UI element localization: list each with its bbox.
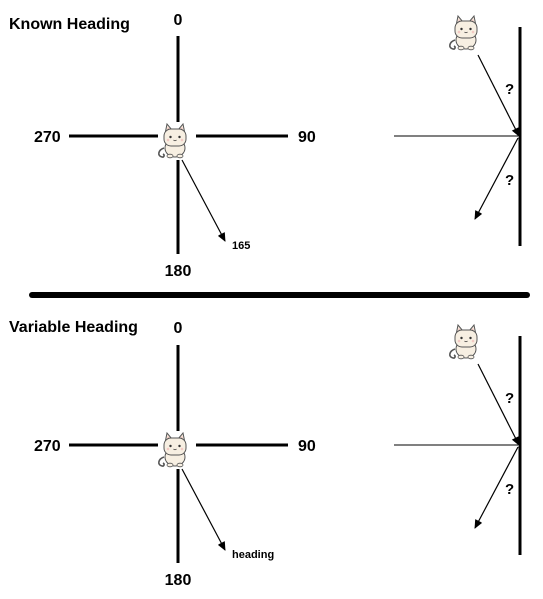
unknown-mark: ? [505, 172, 514, 189]
heading-label: heading [232, 549, 274, 561]
compass-label-east: 90 [298, 129, 316, 146]
cat-icon [157, 432, 187, 468]
unknown-mark: ? [505, 81, 514, 98]
cat-icon [157, 123, 187, 159]
heading-arrow [181, 159, 226, 242]
compass: 0 90 180 270 165 [34, 12, 316, 280]
panel-variable-heading: Variable Heading 0 90 180 270 heading ? … [9, 319, 522, 589]
compass-label-north: 0 [174, 320, 183, 337]
reflection-diagram: ? ? [394, 15, 522, 246]
panel-title: Known Heading [9, 16, 130, 33]
compass-label-north: 0 [174, 12, 183, 29]
compass-label-west: 270 [34, 129, 61, 146]
heading-label: 165 [232, 240, 250, 252]
cat-icon [448, 324, 478, 360]
compass-label-south: 180 [165, 263, 192, 280]
panel-title: Variable Heading [9, 319, 138, 336]
cat-icon [448, 15, 478, 51]
outgoing-arrow [474, 446, 519, 529]
incoming-arrow [477, 54, 520, 137]
unknown-mark: ? [505, 390, 514, 407]
reflection-diagram: ? ? [394, 324, 522, 555]
compass-label-west: 270 [34, 438, 61, 455]
compass: 0 90 180 270 heading [34, 320, 316, 589]
compass-label-south: 180 [165, 572, 192, 589]
heading-arrow [181, 468, 226, 551]
incoming-arrow [477, 363, 520, 446]
compass-label-east: 90 [298, 438, 316, 455]
panel-known-heading: Known Heading 0 90 180 270 165 ? ? [9, 12, 522, 280]
unknown-mark: ? [505, 481, 514, 498]
outgoing-arrow [474, 137, 519, 220]
